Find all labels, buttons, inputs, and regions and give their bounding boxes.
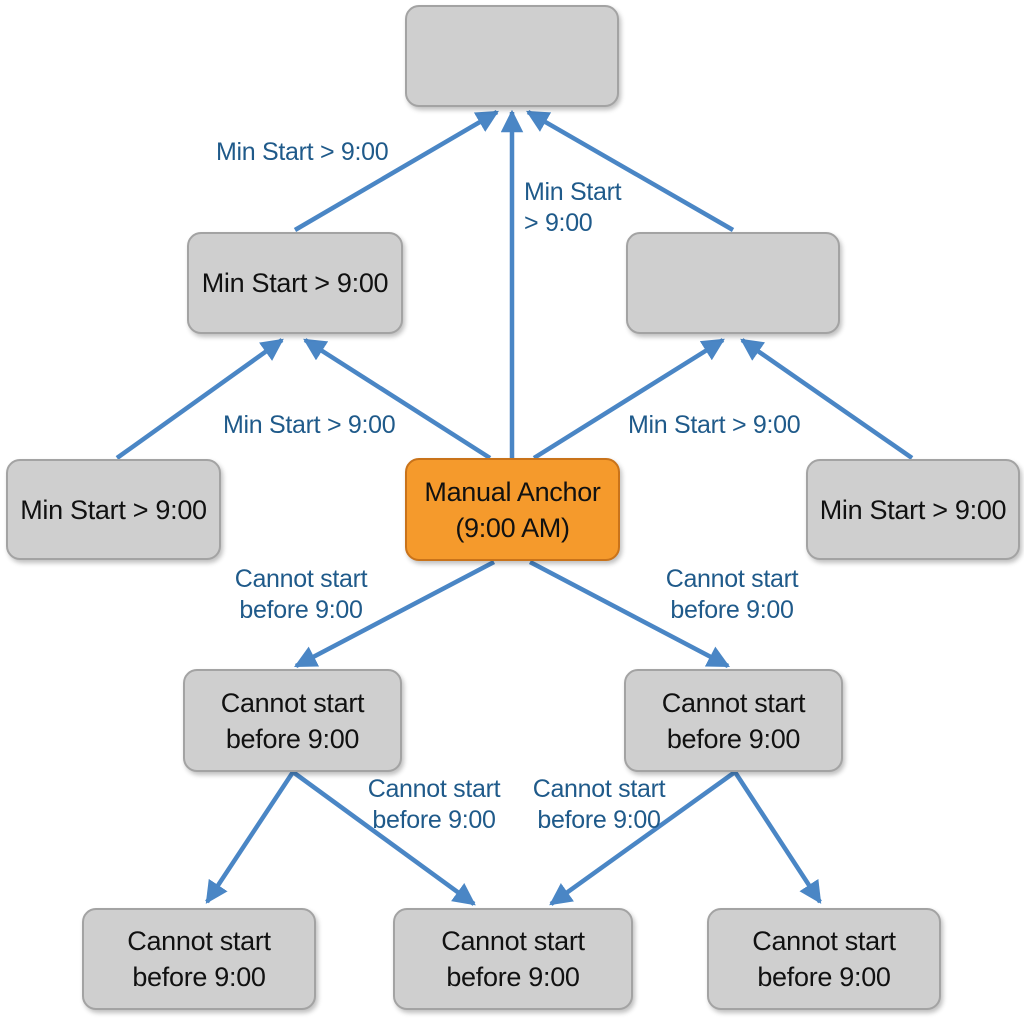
edge-far-right-to-mid-right	[740, 338, 914, 460]
text-line: before 9:00	[666, 723, 801, 754]
edge-low-right-to-bottom-center	[549, 770, 737, 906]
text-line: (9:00 AM)	[455, 512, 570, 543]
text-line: Min Start > 9:00	[201, 268, 389, 298]
edge-label-low-left-to-bottom-center: Cannot start before 9:00	[359, 774, 509, 836]
text-line: Min Start > 9:00	[20, 494, 207, 525]
edge-label-anchor-to-mid-right: Min Start > 9:00	[628, 410, 801, 441]
edge-anchor-to-low-left	[294, 560, 496, 668]
text-line: Cannot start	[665, 565, 799, 593]
text-line: Min Start > 9:00	[216, 138, 389, 166]
text-line: Cannot start	[532, 775, 666, 803]
node-bottom-left[interactable]: Cannot start before 9:00	[82, 908, 316, 1010]
text-line: Min Start	[524, 178, 622, 206]
edge-label-low-right-to-bottom-center: Cannot start before 9:00	[524, 774, 674, 836]
edge-label-anchor-to-top: Min Start > 9:00	[524, 177, 622, 239]
node-far-left[interactable]: Min Start > 9:00	[6, 459, 221, 560]
text-line: Cannot start	[752, 926, 896, 956]
text-line: before 9:00	[239, 596, 363, 624]
text-line: Min Start > 9:00	[628, 411, 801, 439]
edge-label-anchor-to-low-left: Cannot start before 9:00	[226, 564, 376, 626]
edge-far-left-to-mid-left	[115, 338, 284, 460]
text-line: before 9:00	[757, 962, 891, 992]
edge-anchor-to-mid-left	[303, 338, 492, 460]
edge-low-left-to-bottom-center	[291, 770, 476, 906]
node-mid-right[interactable]	[626, 232, 840, 334]
node-far-right[interactable]: Min Start > 9:00	[806, 459, 1020, 560]
node-manual-anchor[interactable]: Manual Anchor (9:00 AM)	[405, 458, 620, 561]
edge-anchor-to-mid-right	[532, 338, 725, 460]
text-line: Cannot start	[220, 687, 365, 718]
text-line: Manual Anchor	[424, 476, 601, 507]
text-line: Cannot start	[441, 926, 585, 956]
node-mid-left[interactable]: Min Start > 9:00	[187, 232, 403, 334]
text-line: Min Start > 9:00	[223, 411, 396, 439]
text-line: before 9:00	[670, 596, 794, 624]
edge-mid-left-to-top	[293, 110, 499, 232]
edge-label-anchor-to-low-right: Cannot start before 9:00	[657, 564, 807, 626]
node-top[interactable]	[405, 5, 619, 107]
edge-low-left-to-bottom-left	[205, 770, 295, 904]
edge-mid-right-to-top	[526, 110, 735, 232]
text-line: Min Start > 9:00	[819, 494, 1007, 525]
edge-anchor-to-low-right	[528, 560, 730, 668]
text-line: before 9:00	[372, 806, 496, 834]
text-line: Cannot start	[127, 926, 271, 956]
text-line: Cannot start	[234, 565, 368, 593]
text-line: Cannot start	[661, 687, 806, 718]
node-low-left[interactable]: Cannot start before 9:00	[183, 669, 402, 772]
text-line: before 9:00	[225, 723, 360, 754]
text-line: before 9:00	[537, 806, 661, 834]
text-line: before 9:00	[446, 962, 580, 992]
text-line: before 9:00	[132, 962, 266, 992]
node-bottom-right[interactable]: Cannot start before 9:00	[707, 908, 941, 1010]
edge-low-right-to-bottom-right	[733, 770, 822, 904]
text-line: > 9:00	[524, 209, 593, 237]
node-low-right[interactable]: Cannot start before 9:00	[624, 669, 843, 772]
text-line: Cannot start	[367, 775, 501, 803]
node-bottom-center[interactable]: Cannot start before 9:00	[393, 908, 633, 1010]
edge-label-mid-left-to-top: Min Start > 9:00	[216, 137, 389, 168]
edge-label-anchor-to-mid-left: Min Start > 9:00	[223, 410, 396, 441]
